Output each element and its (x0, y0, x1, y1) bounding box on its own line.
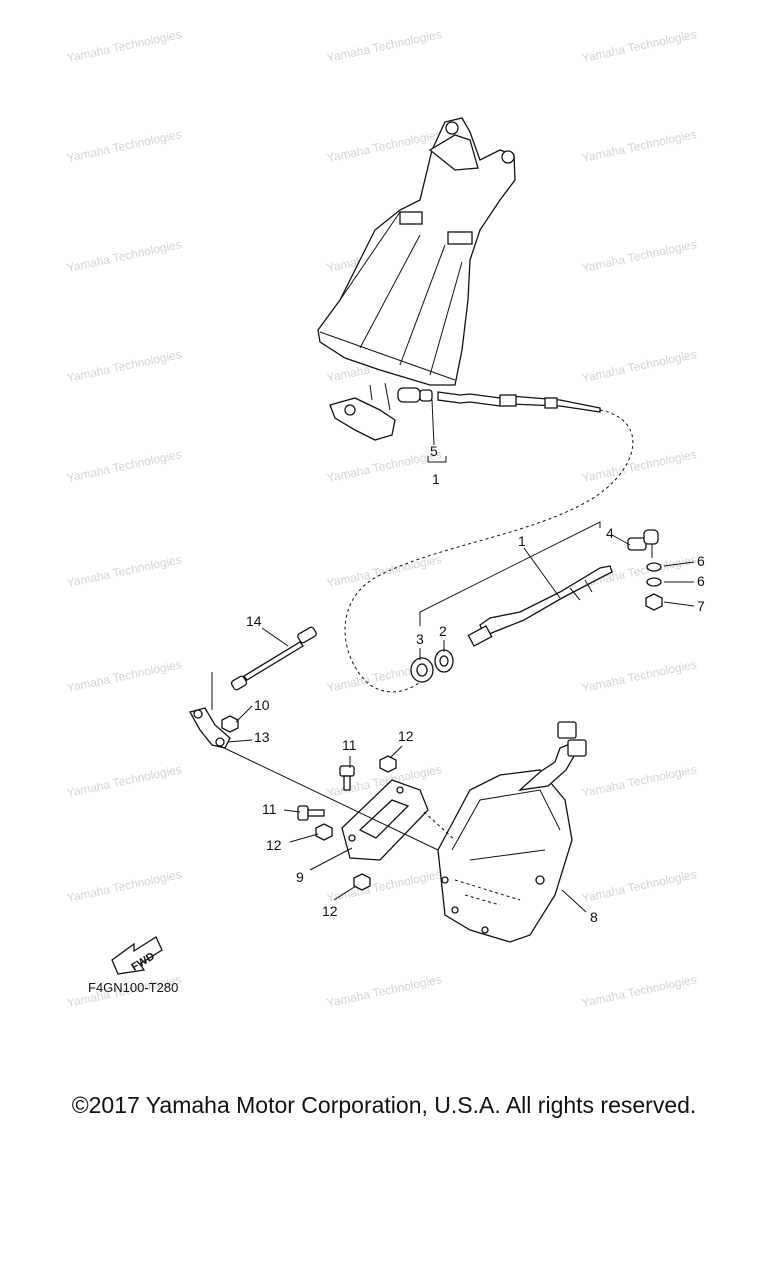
rod-part-14 (230, 626, 317, 691)
callout-4: 4 (606, 525, 614, 541)
callout-10: 10 (254, 697, 270, 713)
watermark-text-15: Yamaha Technologies (65, 552, 182, 590)
control-box-part-8 (437, 721, 587, 943)
cable-route-dashed (344, 409, 634, 693)
callout-9: 9 (296, 869, 304, 885)
callout-7: 7 (697, 598, 705, 614)
callout-14: 14 (246, 613, 262, 629)
pump-housing-part (317, 117, 516, 441)
washer-part-6b (646, 577, 662, 587)
watermark-text-29: Yamaha Technologies (580, 972, 697, 1010)
callout-6-upper: 6 (697, 553, 705, 569)
watermark-text-18: Yamaha Technologies (65, 657, 182, 695)
callout-13: 13 (254, 729, 270, 745)
watermark-text-11: Yamaha Technologies (580, 347, 697, 385)
callout-1-upper: 1 (432, 471, 440, 487)
callout-3: 3 (416, 631, 424, 647)
watermark-text-3: Yamaha Technologies (65, 127, 182, 165)
watermark-text-25: Yamaha Technologies (325, 867, 442, 905)
callout-12-lower: 12 (322, 903, 338, 919)
watermark-text-20: Yamaha Technologies (580, 657, 697, 695)
fwd-arrow-icon: FWD (111, 936, 163, 975)
cable-joint-fittings (397, 387, 601, 413)
copyright-notice: ©2017 Yamaha Motor Corporation, U.S.A. A… (71, 1092, 697, 1118)
drawing-code: F4GN100-T280 (88, 980, 178, 995)
watermark-text-26: Yamaha Technologies (580, 867, 697, 905)
callout-11-upper: 11 (342, 737, 357, 753)
nut-part-12a (379, 755, 397, 773)
watermark-text-9: Yamaha Technologies (65, 347, 182, 385)
callout-2: 2 (439, 623, 447, 639)
watermark-text-1: Yamaha Technologies (325, 27, 442, 65)
callout-8: 8 (590, 909, 598, 925)
nut-part-12c (353, 873, 371, 891)
callout-1-lower: 1 (518, 533, 526, 549)
watermark-text-28: Yamaha Technologies (325, 972, 442, 1010)
watermark-text-2: Yamaha Technologies (580, 27, 697, 65)
watermark-text-0: Yamaha Technologies (65, 27, 182, 65)
callout-12-middle: 12 (266, 837, 282, 853)
watermark-text-4: Yamaha Technologies (325, 127, 442, 165)
watermark-text-6: Yamaha Technologies (65, 237, 182, 275)
watermark-text-23: Yamaha Technologies (580, 762, 697, 800)
washer-part-6a (646, 562, 662, 572)
bracket-part-9 (341, 779, 429, 861)
watermark-text-21: Yamaha Technologies (65, 762, 182, 800)
watermark-text-12: Yamaha Technologies (65, 447, 182, 485)
callout-6-lower: 6 (697, 573, 705, 589)
nut-part-7 (645, 593, 663, 611)
watermark-text-8: Yamaha Technologies (580, 237, 697, 275)
watermark-text-5: Yamaha Technologies (580, 127, 697, 165)
ball-joint-part-4 (627, 529, 659, 558)
watermark-text-14: Yamaha Technologies (580, 447, 697, 485)
steering-cable-part (467, 565, 613, 647)
nut-part-12b (315, 823, 333, 841)
bolt-part-11a (339, 765, 355, 791)
watermark-text-24: Yamaha Technologies (65, 867, 182, 905)
collar-part-10 (221, 715, 239, 733)
callout-11-lower: 11 (262, 801, 277, 817)
bolt-part-11b (297, 805, 325, 821)
watermark-text-13: Yamaha Technologies (325, 447, 442, 485)
watermark-text-16: Yamaha Technologies (325, 552, 442, 590)
lever-part-13 (189, 707, 231, 749)
callout-5: 5 (430, 443, 438, 459)
callout-12-upper: 12 (398, 728, 414, 744)
leader-lines (211, 399, 695, 913)
